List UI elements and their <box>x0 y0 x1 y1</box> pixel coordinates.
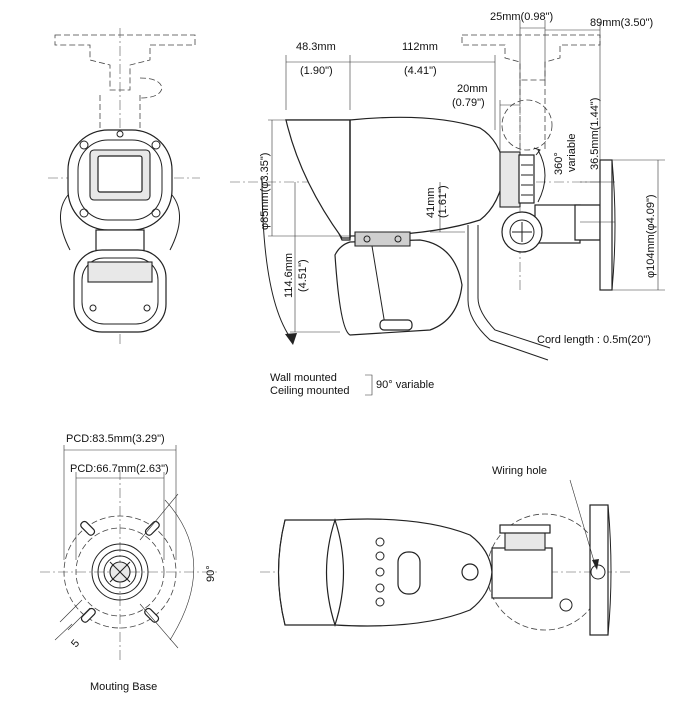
dim-89mm-label: 89mm(3.50") <box>590 17 653 29</box>
wall-mounted-label: Wall mounted <box>270 372 337 384</box>
slot-width-label: 5 <box>69 638 82 650</box>
rotation-variable-label: variable <box>566 133 578 172</box>
wiring-hole-label: Wiring hole <box>492 465 547 477</box>
cord-length-label: Cord length : 0.5m(20") <box>537 334 651 346</box>
dim-48mm-label: 48.3mm <box>296 41 336 53</box>
angle-90-label: 90° <box>205 565 217 582</box>
ceiling-mounted-label: Ceiling mounted <box>270 385 350 397</box>
dim-114mm-label: 114.6mm <box>283 253 295 298</box>
rotation-360-label: 360° <box>553 152 565 175</box>
mounting-base-caption: Mouting Base <box>90 681 157 693</box>
dim-85mm-label: φ85mm(φ3.35") <box>259 153 271 230</box>
dim-20mm-label: 20mm <box>457 83 488 95</box>
side-view-dimensions <box>268 20 665 396</box>
mounting-base-view <box>40 445 220 660</box>
tilt-variable-label: 90° variable <box>376 379 434 391</box>
dim-114in-label: (4.51") <box>297 259 309 292</box>
dim-25mm-label: 25mm(0.98") <box>490 11 553 23</box>
dim-112in-label: (4.41") <box>404 65 437 77</box>
top-view <box>260 479 630 636</box>
dim-20in-label: (0.79") <box>452 97 485 109</box>
front-view <box>48 28 200 345</box>
pcd-inner-label: PCD:66.7mm(2.63") <box>70 463 169 475</box>
dim-48in-label: (1.90") <box>300 65 333 77</box>
dim-41in-label: (1.61") <box>437 185 449 218</box>
dim-41mm-label: 41mm <box>425 187 437 218</box>
pcd-outer-label: PCD:83.5mm(3.29") <box>66 433 165 445</box>
side-view <box>230 34 616 361</box>
dim-112mm-label: 112mm <box>402 41 438 53</box>
dim-104mm-label: φ104mm(φ4.09") <box>645 194 657 278</box>
dim-36mm-label: 36.5mm(1.44") <box>589 98 601 170</box>
